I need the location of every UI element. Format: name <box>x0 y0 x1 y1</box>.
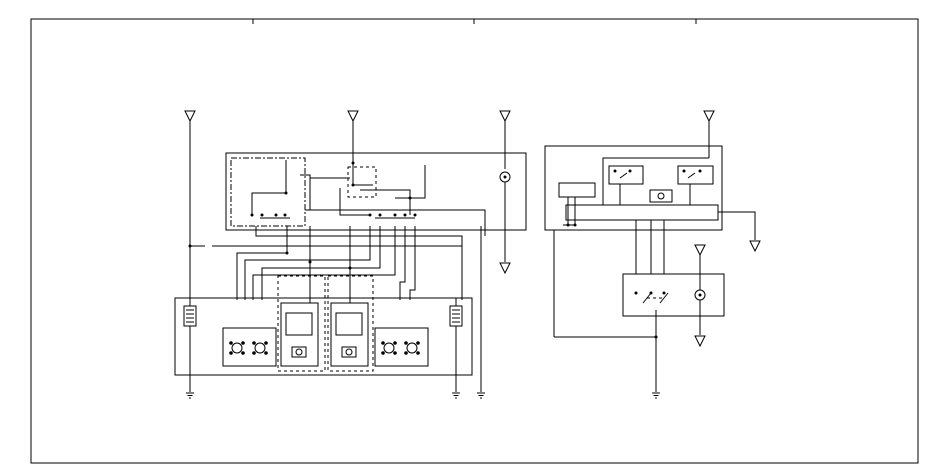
relay-switch-dashed <box>347 166 377 198</box>
window-motor-right <box>330 302 369 367</box>
switch-illumination-lamp-icon <box>694 289 706 301</box>
control-unit-wiring <box>250 160 486 236</box>
indicator-lamp-icon <box>499 171 511 275</box>
switch-module-right <box>374 327 429 367</box>
harness-bus <box>188 226 482 392</box>
relay-block-dashed <box>230 157 306 227</box>
power-supply-symbol-4 <box>703 110 715 158</box>
relay-left <box>602 157 709 185</box>
lower-module-box <box>174 297 473 376</box>
power-supply-symbol-5 <box>694 244 706 348</box>
connector-block-right <box>449 305 463 327</box>
relay-right <box>677 165 714 185</box>
sunroof-switch-box <box>622 273 725 317</box>
power-supply-symbol-3 <box>499 110 511 169</box>
control-unit-box <box>225 152 527 231</box>
ground-symbol-3 <box>477 392 485 399</box>
control-bus-bar <box>565 204 719 221</box>
sunroof-control-box <box>544 145 723 231</box>
ground-symbol-1 <box>186 392 194 399</box>
power-supply-symbol-1 <box>184 110 196 300</box>
sunroof-motor <box>649 189 673 203</box>
sunroof-wiring <box>553 166 761 339</box>
ground-symbol-2 <box>452 392 460 399</box>
control-connector <box>558 182 596 198</box>
drawing-frame <box>30 18 919 464</box>
motor-housing-dashed-2 <box>327 275 374 372</box>
connector-block-left <box>183 305 197 327</box>
ground-symbol-4 <box>652 392 660 399</box>
window-motor-left <box>280 302 319 367</box>
sunroof-switch-contacts <box>634 291 669 316</box>
motor-housing-dashed-1 <box>277 275 326 372</box>
switch-module-left <box>222 327 277 367</box>
